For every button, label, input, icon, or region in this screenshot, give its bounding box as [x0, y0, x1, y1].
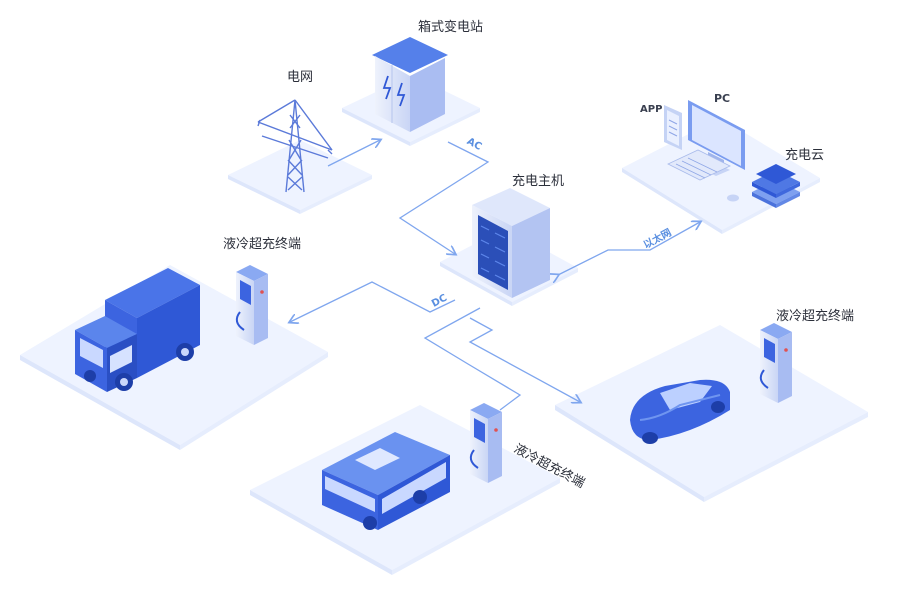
connection-lines: [290, 140, 700, 411]
link-dc-car: [468, 317, 580, 402]
substation-icon: [372, 37, 448, 132]
label-box-substation: 箱式变电站: [418, 20, 484, 35]
link-ac: [398, 141, 490, 254]
label-terminal-truck: 液冷超充终端: [223, 237, 302, 252]
charging-host-icon: [472, 188, 550, 298]
label-charging-cloud: 充电云: [785, 148, 825, 163]
bus-icon: [322, 432, 450, 530]
link-grid-substation: [327, 140, 380, 167]
label-pc: PC: [714, 92, 731, 105]
label-app: APP: [640, 104, 663, 115]
label-charging-host: 充电主机: [512, 174, 565, 189]
app-phone-icon: [664, 105, 682, 150]
link-ethernet: [558, 222, 700, 275]
label-grid: 电网: [287, 70, 314, 85]
charging-terminal-bus: [469, 403, 502, 483]
label-terminal-car: 液冷超充终端: [776, 309, 855, 324]
charging-terminal-car: [759, 323, 792, 403]
link-dc-truck: [290, 281, 456, 322]
car-icon: [630, 379, 730, 444]
power-tower-icon: [257, 99, 333, 193]
pc-icon: [667, 100, 745, 202]
truck-icon: [75, 268, 200, 392]
platform-grid: [228, 140, 372, 214]
charging-terminal-truck: [235, 265, 268, 345]
link-dc-bus: [423, 307, 522, 411]
cloud-stack-icon: [752, 164, 800, 208]
